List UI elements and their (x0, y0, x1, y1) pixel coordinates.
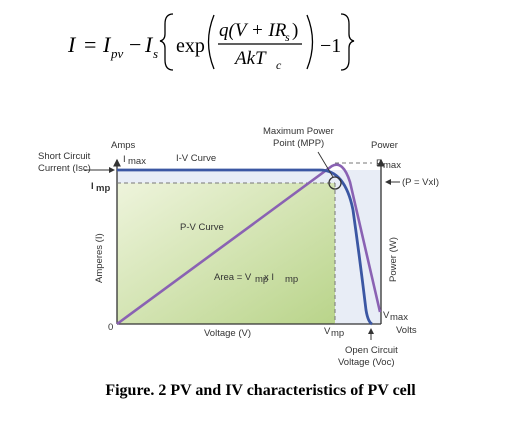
left-paren (207, 14, 215, 70)
pv-curve-label: P-V Curve (180, 222, 224, 233)
pmax-label: P (376, 158, 382, 169)
power-axis-label: Power (W) (388, 237, 399, 282)
eq-denominator: AkT (233, 48, 267, 69)
imax-sub: max (128, 156, 146, 167)
area-mid: x I (264, 272, 274, 283)
diode-equation: I = I pv − I s exp q(V + IR s ) AkT c −1 (67, 13, 355, 72)
power-area (117, 183, 335, 324)
iv-curve-label: I-V Curve (176, 153, 216, 164)
power-label: Power (371, 140, 398, 151)
eq-lhs: I (67, 32, 77, 57)
pmax-sub: max (383, 160, 401, 171)
imax-label: I (123, 154, 126, 165)
eq-is-sub: s (153, 46, 158, 61)
area-label: Area = V (214, 272, 252, 283)
volts-label: Volts (396, 325, 417, 336)
p-formula-label: (P = VxI) (402, 177, 439, 188)
vmax-label: V (383, 310, 390, 321)
eq-exp: exp (176, 35, 205, 57)
mpp-label-2: Point (MPP) (273, 138, 324, 149)
vmax-sub: max (390, 312, 408, 323)
imp-label: I (91, 181, 94, 192)
eq-minus: − (129, 32, 141, 57)
vmp-label: V (324, 326, 331, 337)
eq-numerator-sub: s (285, 30, 290, 44)
short-circuit-label-2: Current (Isc) (38, 163, 91, 174)
origin-label: 0 (108, 322, 113, 333)
amps-label: Amps (111, 140, 136, 151)
mpp-label-1: Maximum Power (263, 126, 334, 137)
mpp-marker (328, 176, 342, 190)
eq-equals: = (84, 32, 96, 57)
open-circuit-label-2: Voltage (Voc) (338, 357, 395, 368)
left-brace (159, 13, 174, 71)
right-paren (306, 14, 314, 70)
mpp-pointer (317, 151, 334, 178)
figure-caption: Figure. 2 PV and IV characteristics of P… (105, 382, 416, 399)
eq-numerator-end: ) (292, 20, 298, 41)
imp-sub: mp (96, 183, 110, 194)
eq-denominator-sub: c (276, 58, 282, 72)
short-circuit-label-1: Short Circuit (38, 151, 91, 162)
eq-is: I (144, 32, 154, 57)
pv-curve-line (116, 163, 382, 326)
vmp-sub: mp (331, 328, 344, 339)
amperes-axis-label: Amperes (I) (94, 233, 105, 283)
area-vmp-sub: mp (255, 274, 268, 285)
voltage-axis-label: Voltage (V) (204, 328, 251, 339)
open-circuit-label-1: Open Circuit (345, 345, 398, 356)
eq-ipv-sub: pv (110, 46, 124, 61)
eq-minus-one: −1 (320, 35, 341, 57)
eq-ipv: I (102, 32, 112, 57)
area-imp-sub: mp (285, 274, 298, 285)
right-brace (340, 13, 355, 71)
eq-numerator: q(V + IR (219, 20, 287, 41)
